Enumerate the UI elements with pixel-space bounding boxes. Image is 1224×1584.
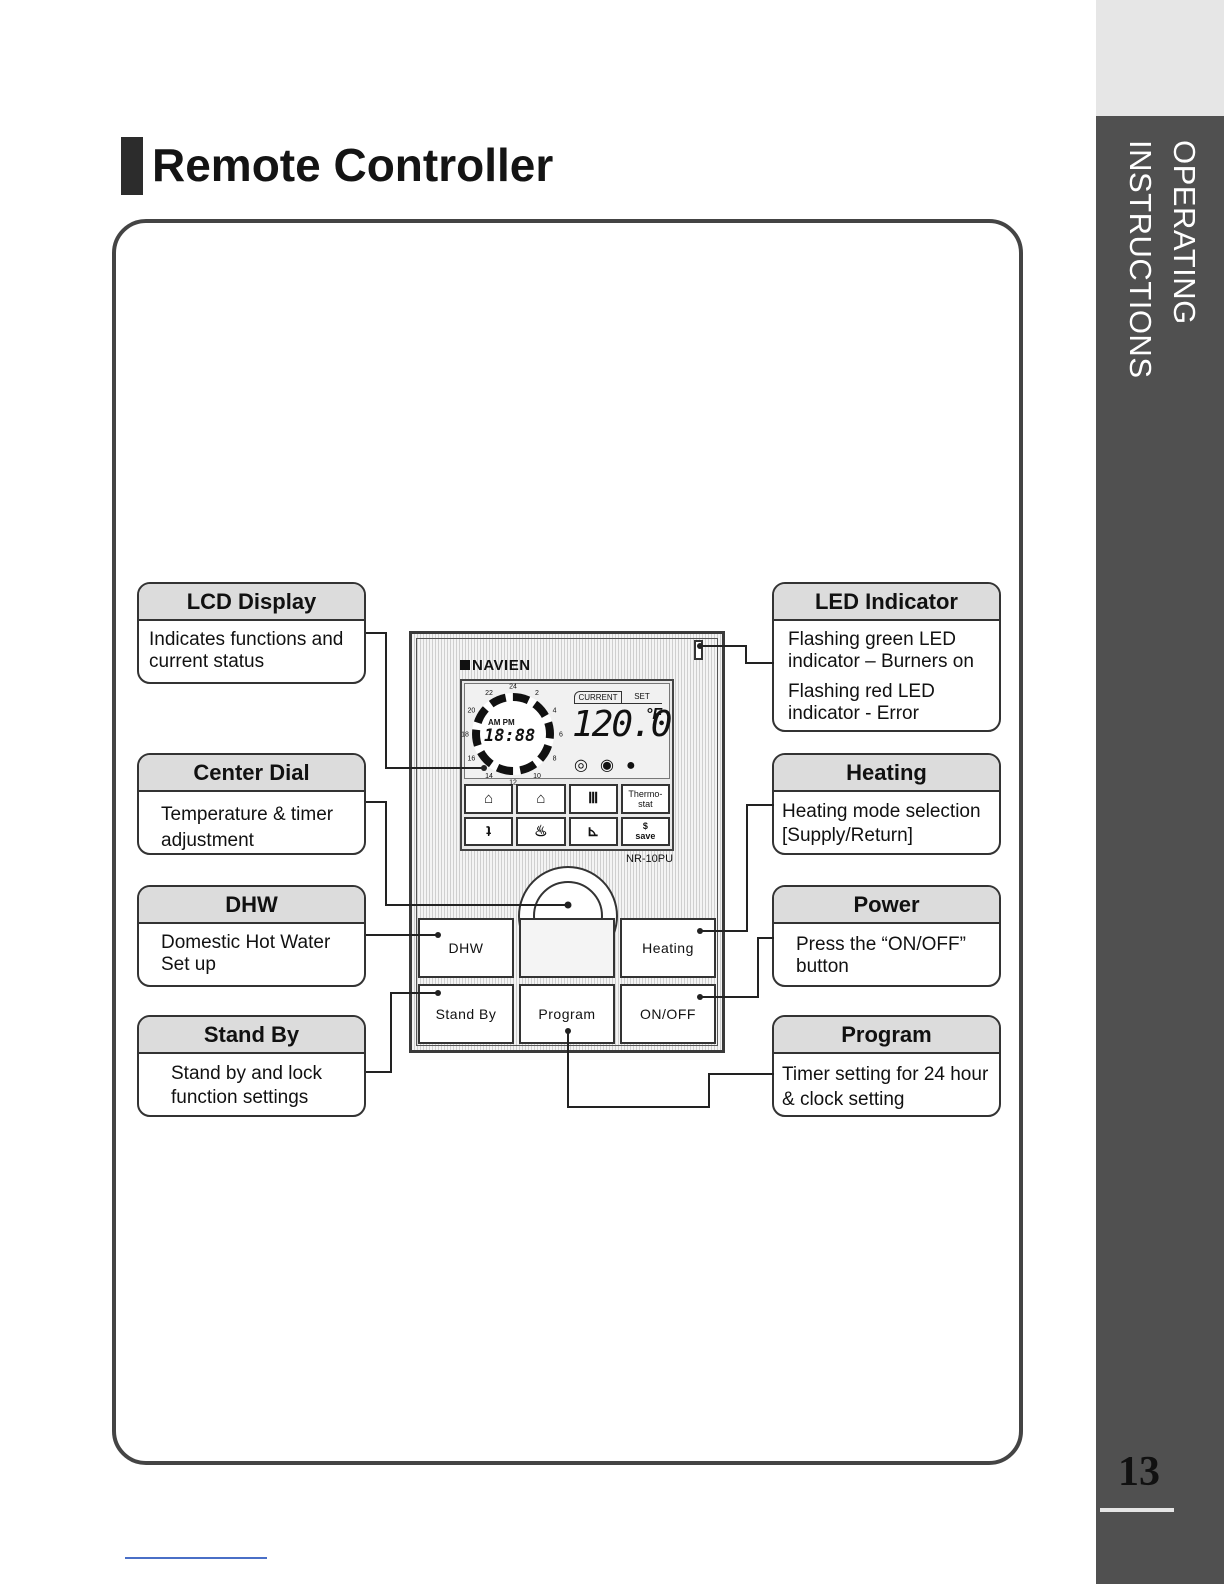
clock-hour-label: 4 bbox=[553, 708, 557, 715]
callout-power: Power Press the “ON/OFF” button bbox=[772, 885, 1001, 987]
callout-text: Heating mode selection [Supply/Return] bbox=[782, 801, 981, 846]
thermostat-key[interactable]: Thermo- stat bbox=[620, 784, 670, 814]
footer-link-line bbox=[125, 1557, 267, 1559]
radiator-icon[interactable]: Ⅲ bbox=[568, 784, 618, 814]
clock-hour-label: 24 bbox=[509, 684, 517, 691]
faucet-icon[interactable]: ʇ bbox=[464, 816, 514, 846]
clock-hour-label: 22 bbox=[485, 690, 493, 697]
callout-text: Indicates functions and current status bbox=[149, 629, 344, 672]
home-icon[interactable]: ⌂ bbox=[464, 784, 514, 814]
callout-title: Center Dial bbox=[139, 755, 364, 792]
save-key[interactable]: $ save bbox=[620, 816, 670, 846]
status-icons: ◎◉● bbox=[574, 755, 648, 775]
clock-hour-label: 20 bbox=[468, 708, 476, 715]
clock-hour-label: 10 bbox=[533, 773, 541, 780]
callout-text: Domestic Hot Water Set up bbox=[161, 932, 331, 975]
clock-time: 18:88 bbox=[484, 726, 536, 746]
clock-hour-label: 2 bbox=[535, 690, 539, 697]
clock-ampm: AM PM bbox=[488, 718, 515, 727]
callout-title: LED Indicator bbox=[774, 584, 999, 621]
temperature-readout: 120.0 bbox=[572, 704, 672, 745]
clock-ring bbox=[472, 693, 554, 775]
callout-title: LCD Display bbox=[139, 584, 364, 621]
dhw-button[interactable]: DHW bbox=[418, 918, 514, 978]
title-marker bbox=[121, 137, 143, 195]
callout-text: Timer setting for 24 hour & clock settin… bbox=[782, 1064, 989, 1110]
label-set: SET bbox=[622, 691, 662, 704]
callout-title: Stand By bbox=[139, 1017, 364, 1054]
page-number-rule bbox=[1100, 1508, 1174, 1512]
clock-hour-label: 18 bbox=[461, 732, 469, 739]
timer-icon: ◎ bbox=[574, 757, 600, 774]
label-current: CURRENT bbox=[574, 691, 622, 704]
callout-dhw: DHW Domestic Hot Water Set up bbox=[137, 885, 366, 987]
callout-led-indicator: LED Indicator Flashing green LED indicat… bbox=[772, 582, 1001, 732]
brand-logo: NAVIEN bbox=[460, 657, 531, 674]
clock-hour-label: 8 bbox=[553, 756, 557, 763]
page-title: Remote Controller bbox=[152, 139, 554, 191]
callout-text: Press the “ON/OFF” button bbox=[796, 934, 966, 977]
callout-lcd-display: LCD Display Indicates functions and curr… bbox=[137, 582, 366, 684]
callout-heating: Heating Heating mode selection [Supply/R… bbox=[772, 753, 1001, 855]
callout-title: Power bbox=[774, 887, 999, 924]
callout-title: Heating bbox=[774, 755, 999, 792]
callout-program: Program Timer setting for 24 hour & cloc… bbox=[772, 1015, 1001, 1117]
sidebar-top-tab bbox=[1096, 0, 1224, 116]
lcd-key-grid: ⌂ ⌂ Ⅲ Thermo- stat ʇ ♨ ⊾ $ save bbox=[462, 782, 672, 848]
callout-text: Stand by and lock function settings bbox=[171, 1063, 323, 1108]
floor-heat-icon[interactable]: ⊾ bbox=[568, 816, 618, 846]
temperature-unit: °F bbox=[646, 706, 663, 723]
callout-text: Flashing red LED indicator - Error bbox=[788, 681, 935, 724]
lock-icon: ◉ bbox=[599, 757, 626, 774]
callout-center-dial: Center Dial Temperature & timer adjustme… bbox=[137, 753, 366, 855]
callout-title: Program bbox=[774, 1017, 999, 1054]
power-icon: ● bbox=[625, 757, 648, 774]
model-number: NR-10PU bbox=[626, 853, 674, 865]
sidebar bbox=[1096, 116, 1224, 1584]
clock-hour-label: 6 bbox=[559, 732, 563, 739]
clock-hour-label: 14 bbox=[485, 773, 493, 780]
page-number: 13 bbox=[1118, 1449, 1160, 1495]
led-indicator bbox=[694, 640, 703, 660]
callout-stand-by: Stand By Stand by and lock function sett… bbox=[137, 1015, 366, 1117]
away-icon[interactable]: ⌂ bbox=[516, 784, 566, 814]
shower-icon[interactable]: ♨ bbox=[516, 816, 566, 846]
callout-text: Flashing green LED indicator – Burners o… bbox=[788, 629, 974, 672]
dial-surround bbox=[519, 918, 615, 978]
clock-hour-label: 12 bbox=[509, 780, 517, 787]
callout-title: DHW bbox=[139, 887, 364, 924]
clock-hour-label: 16 bbox=[468, 756, 476, 763]
callout-text: Temperature & timer adjustment bbox=[161, 804, 334, 851]
